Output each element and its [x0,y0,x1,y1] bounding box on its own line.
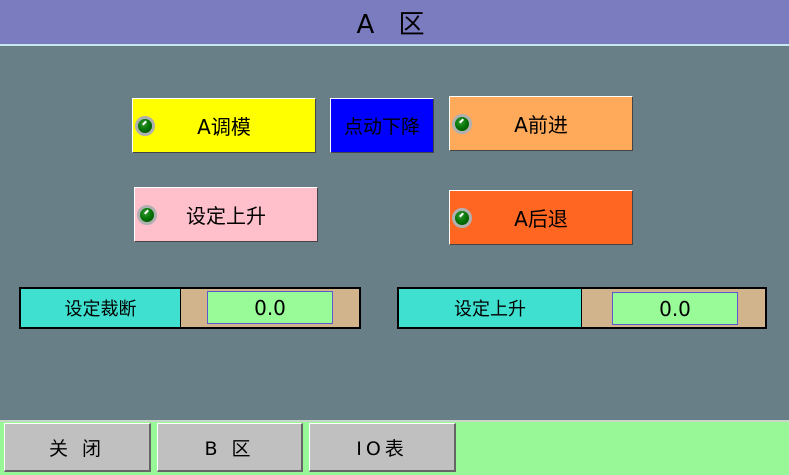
cut-setting-text: 设定裁断 [64,299,137,320]
zone-b-label: B 区 [204,437,255,460]
io-table-button[interactable]: IO表 [309,423,456,472]
rise-setting-text: 设定上升 [454,299,526,320]
jog-down-button[interactable]: 点动下降 [330,98,434,153]
close-label: 关 闭 [48,437,106,460]
status-led-icon [452,207,472,228]
a-mold-label: A调模 [197,115,251,139]
a-mold-button[interactable]: A调模 [132,98,316,153]
jog-down-label: 点动下降 [343,116,420,138]
status-led-icon [452,113,472,134]
a-forward-button[interactable]: A前进 [449,96,633,151]
zone-b-button[interactable]: B 区 [157,423,303,472]
title-bar: A 区 [0,0,789,46]
cut-setting-value: 0.0 [254,295,286,320]
rise-setting-value: 0.0 [659,296,691,321]
status-led-icon [137,204,157,225]
page-title: A 区 [356,9,433,40]
rise-setting-label: 设定上升 [397,287,583,329]
status-led-icon [135,115,155,136]
set-rise-button[interactable]: 设定上升 [134,187,318,242]
cut-setting-label: 设定裁断 [19,287,182,329]
set-rise-label: 设定上升 [186,204,266,228]
io-table-label: IO表 [356,437,408,460]
a-back-label: A后退 [514,207,568,231]
cut-setting-input[interactable]: 0.0 [207,291,333,324]
a-forward-label: A前进 [514,113,568,137]
rise-setting-input[interactable]: 0.0 [612,292,738,325]
a-back-button[interactable]: A后退 [449,190,633,245]
close-button[interactable]: 关 闭 [4,423,151,472]
